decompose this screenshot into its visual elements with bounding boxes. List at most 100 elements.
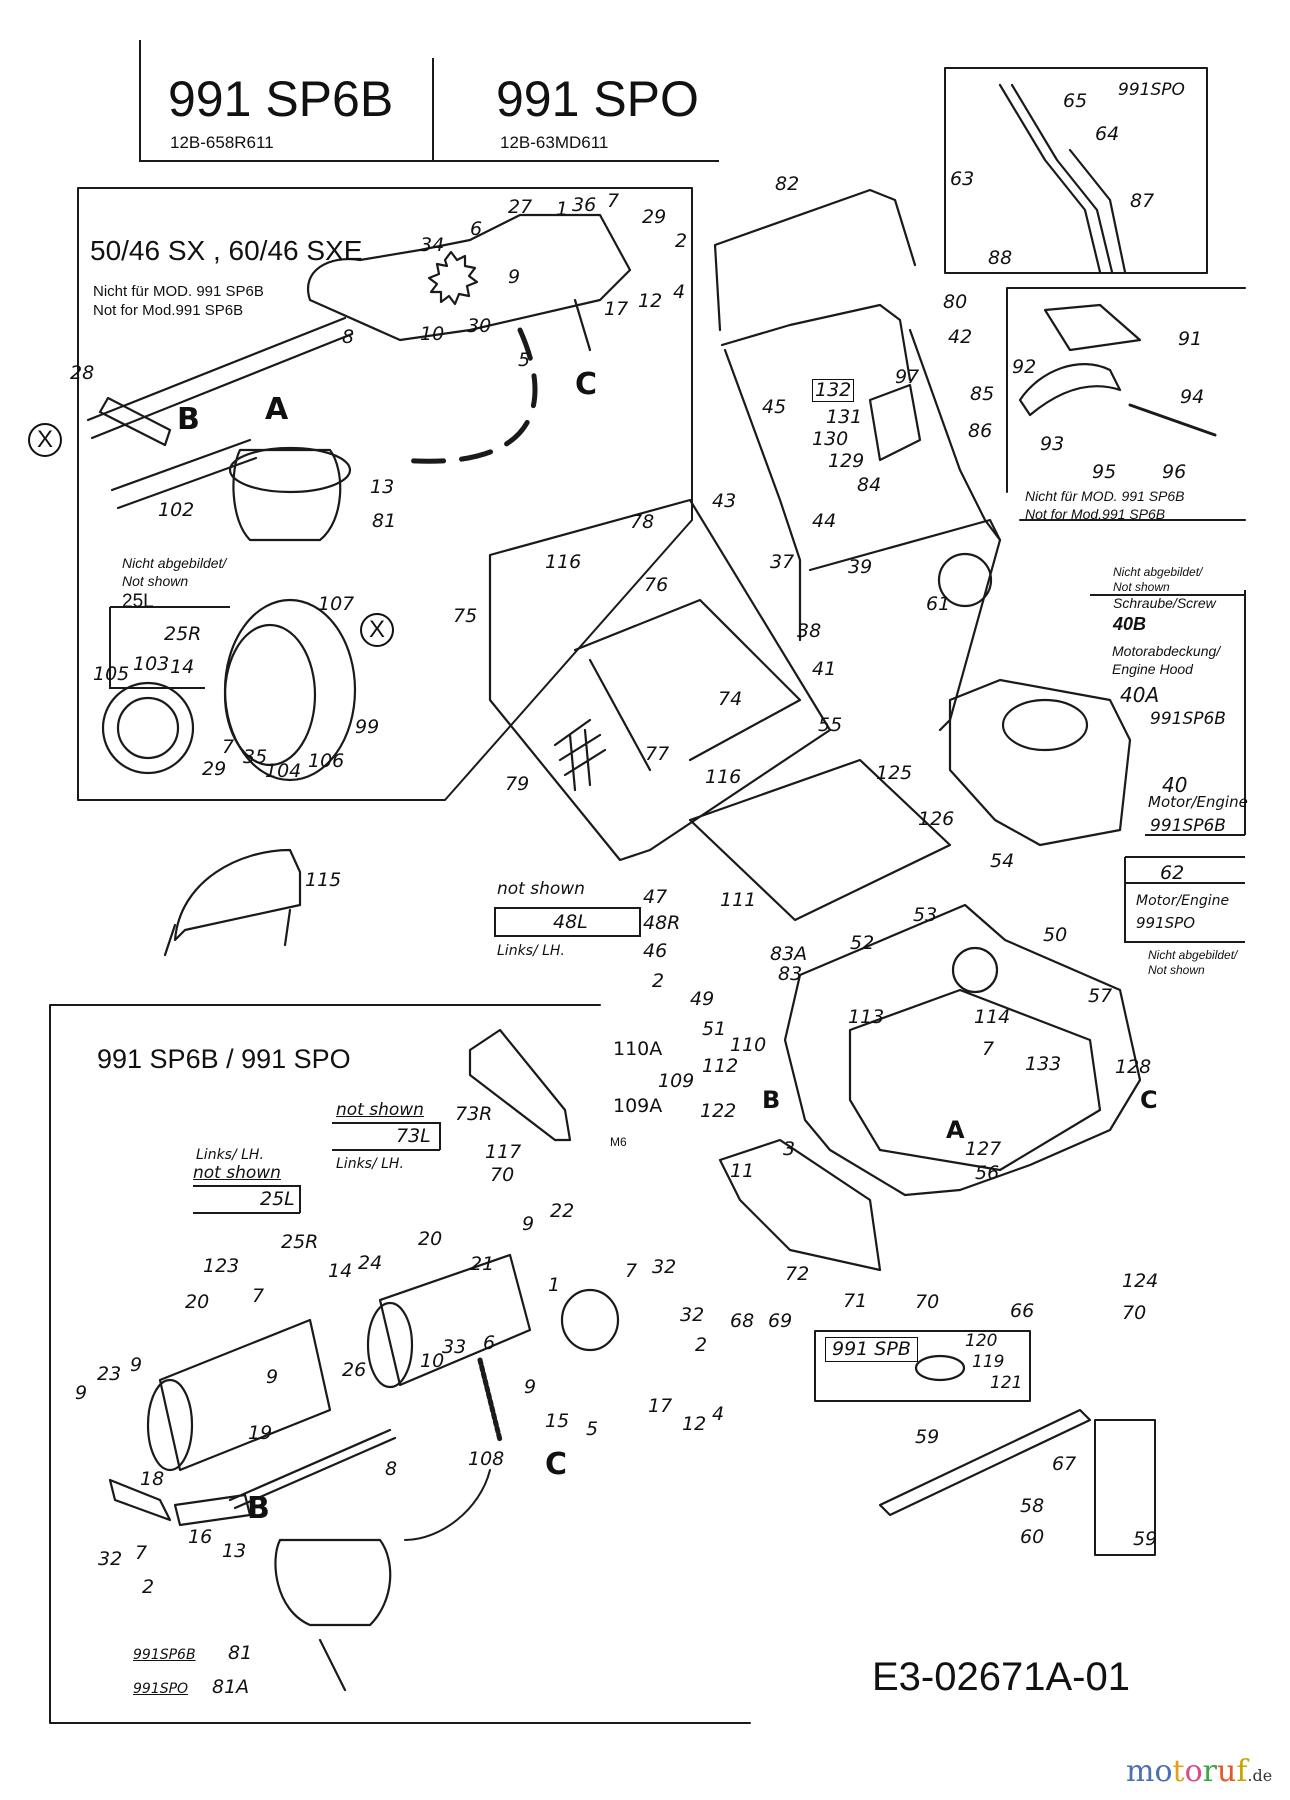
part-label-122[interactable]: 122 (700, 1100, 737, 1122)
part-label-24[interactable]: 24 (358, 1252, 383, 1274)
part-label-109[interactable]: 109 (658, 1070, 695, 1092)
part-label-60[interactable]: 60 (1020, 1526, 1045, 1548)
part-label-88[interactable]: 88 (988, 247, 1013, 269)
part-label-133[interactable]: 133 (1025, 1053, 1062, 1075)
part-label-16[interactable]: 16 (188, 1526, 213, 1548)
part-label-121[interactable]: 121 (990, 1373, 1023, 1393)
part-label-83A[interactable]: 83A (770, 943, 808, 965)
part-label-2[interactable]: 2 (675, 230, 688, 252)
part-label-7[interactable]: 7 (607, 190, 620, 212)
part-label-103[interactable]: 103 (133, 653, 170, 675)
part-label-28[interactable]: 28 (70, 362, 95, 384)
part-label-92[interactable]: 92 (1012, 356, 1037, 378)
part-label-116b[interactable]: 116 (705, 766, 742, 788)
part-label-40[interactable]: 40 (1162, 773, 1188, 797)
part-label-110[interactable]: 110 (730, 1034, 767, 1056)
part-label-4-bl[interactable]: 4 (712, 1403, 725, 1425)
part-label-1[interactable]: 1 (556, 198, 569, 220)
part-label-129[interactable]: 129 (828, 450, 865, 472)
part-label-99[interactable]: 99 (355, 716, 380, 738)
part-label-38[interactable]: 38 (797, 620, 822, 642)
part-label-81[interactable]: 81 (372, 510, 397, 532)
part-label-5[interactable]: 5 (518, 349, 531, 371)
part-label-71[interactable]: 71 (843, 1290, 868, 1312)
part-label-25R-bl[interactable]: 25R (281, 1231, 319, 1253)
part-label-78[interactable]: 78 (630, 511, 655, 533)
part-label-66[interactable]: 66 (1010, 1300, 1035, 1322)
part-label-47[interactable]: 47 (643, 886, 668, 908)
part-label-54[interactable]: 54 (990, 850, 1015, 872)
part-label-44[interactable]: 44 (812, 510, 837, 532)
part-label-124[interactable]: 124 (1122, 1270, 1159, 1292)
part-label-7-right[interactable]: 7 (625, 1260, 638, 1282)
part-label-12[interactable]: 12 (638, 290, 663, 312)
part-label-2-bl2[interactable]: 2 (142, 1576, 155, 1598)
part-label-91[interactable]: 91 (1178, 328, 1203, 350)
part-label-17[interactable]: 17 (604, 298, 629, 320)
part-label-67[interactable]: 67 (1052, 1453, 1077, 1475)
part-label-7-bl2[interactable]: 7 (135, 1542, 148, 1564)
part-label-55[interactable]: 55 (818, 714, 843, 736)
part-label-43[interactable]: 43 (712, 490, 737, 512)
part-label-9-shaft[interactable]: 9 (524, 1376, 537, 1398)
part-label-87[interactable]: 87 (1130, 190, 1155, 212)
part-label-117[interactable]: 117 (485, 1141, 522, 1163)
part-label-123[interactable]: 123 (203, 1255, 240, 1277)
part-label-68[interactable]: 68 (730, 1310, 755, 1332)
part-label-51[interactable]: 51 (702, 1018, 727, 1040)
part-label-63[interactable]: 63 (950, 168, 975, 190)
part-label-126[interactable]: 126 (918, 808, 955, 830)
part-label-20-top[interactable]: 20 (418, 1228, 443, 1250)
part-label-58[interactable]: 58 (1020, 1495, 1045, 1517)
part-label-70-deck[interactable]: 70 (915, 1291, 940, 1313)
part-label-80[interactable]: 80 (943, 291, 968, 313)
part-label-74[interactable]: 74 (718, 688, 743, 710)
part-label-12-bl[interactable]: 12 (682, 1413, 707, 1435)
part-label-83[interactable]: 83 (778, 963, 803, 985)
part-label-57[interactable]: 57 (1088, 985, 1113, 1007)
part-label-50[interactable]: 50 (1043, 924, 1068, 946)
part-label-61[interactable]: 61 (926, 593, 951, 615)
part-label-41[interactable]: 41 (812, 658, 837, 680)
not-shown-48L-part[interactable]: 48L (553, 911, 588, 933)
part-label-7b[interactable]: 7 (222, 736, 235, 758)
part-label-114[interactable]: 114 (974, 1006, 1011, 1028)
part-label-84[interactable]: 84 (857, 474, 882, 496)
part-label-75[interactable]: 75 (453, 605, 478, 627)
part-label-9[interactable]: 9 (508, 266, 521, 288)
part-label-94[interactable]: 94 (1180, 386, 1205, 408)
part-label-116a[interactable]: 116 (545, 551, 582, 573)
part-label-32-bl[interactable]: 32 (98, 1548, 123, 1570)
part-label-21[interactable]: 21 (470, 1253, 495, 1275)
part-label-10[interactable]: 10 (420, 323, 445, 345)
part-label-36[interactable]: 36 (572, 194, 597, 216)
part-label-127[interactable]: 127 (965, 1138, 1002, 1160)
part-label-76[interactable]: 76 (644, 574, 669, 596)
part-label-93[interactable]: 93 (1040, 433, 1065, 455)
part-label-112[interactable]: 112 (702, 1055, 739, 1077)
part-label-77[interactable]: 77 (645, 743, 670, 765)
part-label-72[interactable]: 72 (785, 1263, 810, 1285)
part-label-132[interactable]: 132 (812, 379, 855, 402)
part-label-64[interactable]: 64 (1095, 123, 1120, 145)
part-label-69[interactable]: 69 (768, 1310, 793, 1332)
part-label-9-top[interactable]: 9 (522, 1213, 535, 1235)
part-label-2-bl[interactable]: 2 (695, 1334, 708, 1356)
part-label-3[interactable]: 3 (783, 1138, 796, 1160)
part-label-48R[interactable]: 48R (643, 912, 681, 934)
part-label-14-bl[interactable]: 14 (328, 1260, 353, 1282)
part-label-7-deck[interactable]: 7 (982, 1038, 995, 1060)
part-label-32-mid[interactable]: 32 (680, 1304, 705, 1326)
part-label-86[interactable]: 86 (968, 420, 993, 442)
part-label-30[interactable]: 30 (467, 315, 492, 337)
part-label-15[interactable]: 15 (545, 1410, 570, 1432)
part-label-62[interactable]: 62 (1160, 862, 1185, 884)
part-label-107[interactable]: 107 (318, 593, 355, 615)
part-label-79[interactable]: 79 (505, 773, 530, 795)
part-label-26[interactable]: 26 (342, 1359, 367, 1381)
part-label-19[interactable]: 19 (248, 1422, 273, 1444)
part-label-81A[interactable]: 81A (212, 1676, 250, 1698)
part-label-70-right[interactable]: 70 (1122, 1302, 1147, 1324)
part-label-13-bl[interactable]: 13 (222, 1540, 247, 1562)
part-label-45[interactable]: 45 (762, 396, 787, 418)
